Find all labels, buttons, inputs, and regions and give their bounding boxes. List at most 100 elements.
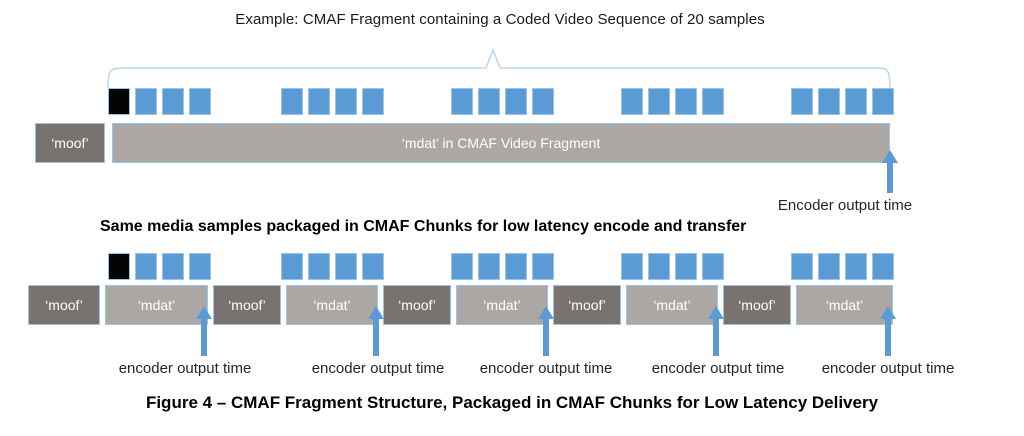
chunk-mdat-box: ‘mdat’ (286, 285, 378, 325)
encoder-output-arrow (880, 306, 896, 356)
encoder-output-time-label: encoder output time (118, 360, 252, 377)
arrow-head-icon (708, 306, 724, 319)
chunk-mdat-box: ‘mdat’ (105, 285, 208, 325)
sample-square (308, 253, 330, 280)
sample-square (872, 253, 894, 280)
arrow-shaft (201, 319, 207, 356)
sample-square (162, 88, 184, 115)
sample-square (281, 88, 303, 115)
chunk-mdat-box: ‘mdat’ (796, 285, 893, 325)
sample-group (791, 88, 894, 115)
moof-label: ‘moof’ (398, 297, 436, 313)
mdat-fragment-box: ‘mdat’ in CMAF Video Fragment (112, 123, 890, 163)
sample-square (189, 253, 211, 280)
moof-box: ‘moof’ (35, 123, 105, 163)
chunk-moof-box: ‘moof’ (553, 285, 621, 325)
sample-square (818, 88, 840, 115)
moof-label: ‘moof’ (51, 135, 89, 151)
sample-square (189, 88, 211, 115)
encoder-output-arrow (538, 306, 554, 356)
encoder-output-arrow (882, 150, 898, 193)
encoder-output-time-label: encoder output time (651, 360, 785, 377)
chunk-moof-box: ‘moof’ (383, 285, 451, 325)
sample-square (532, 88, 554, 115)
sample-group (451, 88, 554, 115)
figure-caption: Figure 4 – CMAF Fragment Structure, Pack… (145, 393, 879, 412)
chunks-subtitle: Same media samples packaged in CMAF Chun… (100, 218, 747, 235)
sample-square (791, 253, 813, 280)
sample-square (845, 88, 867, 115)
sample-square (362, 88, 384, 115)
arrow-shaft (373, 319, 379, 356)
sample-group (108, 253, 211, 280)
mdat-fragment-label: ‘mdat’ in CMAF Video Fragment (401, 135, 601, 151)
encoder-output-time-label: encoder output time (311, 360, 445, 377)
sample-square-black (108, 88, 130, 115)
sample-group (281, 253, 384, 280)
encoder-output-arrow (708, 306, 724, 356)
moof-label: ‘moof’ (738, 297, 776, 313)
brace-graphic (107, 47, 891, 89)
sample-group (621, 253, 724, 280)
mdat-label: ‘mdat’ (653, 297, 691, 313)
encoder-output-time-label: encoder output time (479, 360, 613, 377)
sample-square-black (108, 253, 130, 280)
moof-label: ‘moof’ (45, 297, 83, 313)
arrow-shaft (713, 319, 719, 356)
arrow-head-icon (196, 306, 212, 319)
sample-group (621, 88, 724, 115)
chunk-moof-box: ‘moof’ (723, 285, 791, 325)
encoder-output-time-label: encoder output time (821, 360, 955, 377)
sample-square (135, 88, 157, 115)
chunk-moof-box: ‘moof’ (213, 285, 281, 325)
chunk-moof-box: ‘moof’ (28, 285, 100, 325)
sample-square (621, 88, 643, 115)
sample-square (478, 88, 500, 115)
sample-group (791, 253, 894, 280)
sample-square (335, 88, 357, 115)
sample-square (791, 88, 813, 115)
sample-square (135, 253, 157, 280)
arrow-shaft (887, 163, 893, 193)
moof-label: ‘moof’ (228, 297, 266, 313)
figure-title: Example: CMAF Fragment containing a Code… (235, 11, 765, 28)
sample-square (621, 253, 643, 280)
arrow-shaft (885, 319, 891, 356)
sample-square (505, 253, 527, 280)
mdat-label: ‘mdat’ (483, 297, 521, 313)
mdat-label: ‘mdat’ (825, 297, 864, 313)
moof-label: ‘moof’ (568, 297, 606, 313)
sample-square (648, 88, 670, 115)
sample-group (451, 253, 554, 280)
encoder-output-arrow (196, 306, 212, 356)
sample-group (281, 88, 384, 115)
sample-square (451, 253, 473, 280)
sample-square (162, 253, 184, 280)
sample-square (335, 253, 357, 280)
sample-square (872, 88, 894, 115)
arrow-head-icon (368, 306, 384, 319)
mdat-label: ‘mdat’ (137, 297, 176, 313)
arrow-head-icon (882, 150, 898, 163)
arrow-head-icon (880, 306, 896, 319)
sample-square (648, 253, 670, 280)
sample-square (675, 88, 697, 115)
sample-square (451, 88, 473, 115)
chunk-mdat-box: ‘mdat’ (456, 285, 548, 325)
encoder-output-arrow (368, 306, 384, 356)
sample-square (532, 253, 554, 280)
encoder-output-time-label: Encoder output time (777, 197, 913, 214)
sample-square (281, 253, 303, 280)
sample-square (675, 253, 697, 280)
arrow-head-icon (538, 306, 554, 319)
sample-square (702, 88, 724, 115)
sample-group (108, 88, 211, 115)
sample-square (818, 253, 840, 280)
sample-square (505, 88, 527, 115)
arrow-shaft (543, 319, 549, 356)
mdat-label: ‘mdat’ (313, 297, 351, 313)
sample-square (478, 253, 500, 280)
sample-square (845, 253, 867, 280)
sample-square (308, 88, 330, 115)
